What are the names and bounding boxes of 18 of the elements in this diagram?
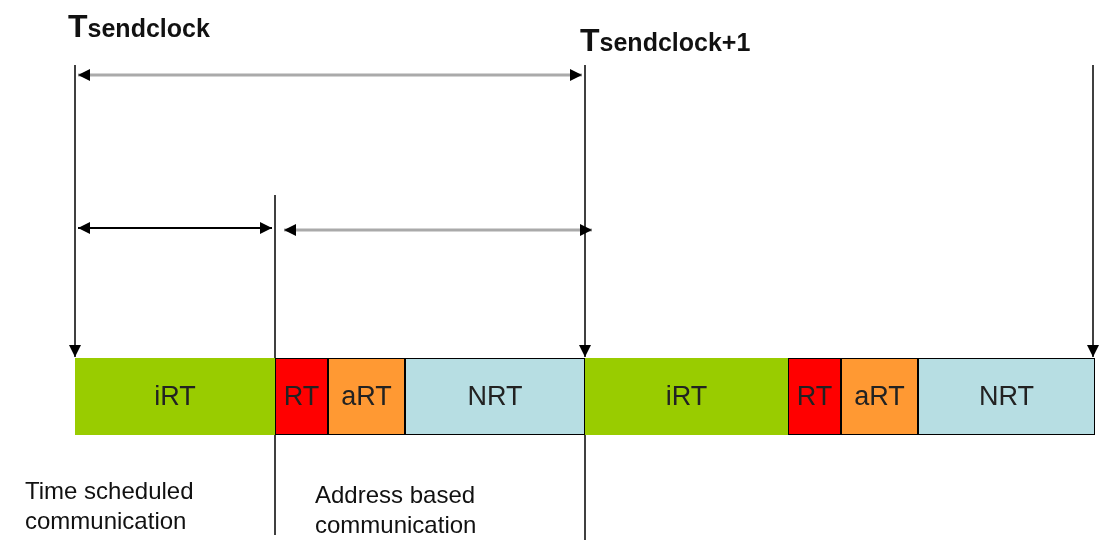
irt-segment xyxy=(75,358,275,435)
segment-label: aRT xyxy=(854,381,905,412)
segment-label: NRT xyxy=(467,381,523,412)
segment-label: RT xyxy=(283,381,320,412)
art-segment xyxy=(328,358,405,435)
phase-caption: Time scheduled communication xyxy=(25,476,195,536)
irt-segment xyxy=(585,358,788,435)
segment-label: aRT xyxy=(341,381,392,412)
nrt-segment xyxy=(918,358,1095,435)
segment-label: iRT xyxy=(154,381,196,412)
art-segment xyxy=(841,358,918,435)
segment-label: NRT xyxy=(979,381,1034,412)
segment-label: RT xyxy=(796,381,833,412)
phase-caption: Address based communication xyxy=(315,480,478,540)
rt-segment xyxy=(788,358,841,435)
rt-segment xyxy=(275,358,328,435)
segment-label: iRT xyxy=(665,381,708,412)
nrt-segment xyxy=(405,358,585,435)
